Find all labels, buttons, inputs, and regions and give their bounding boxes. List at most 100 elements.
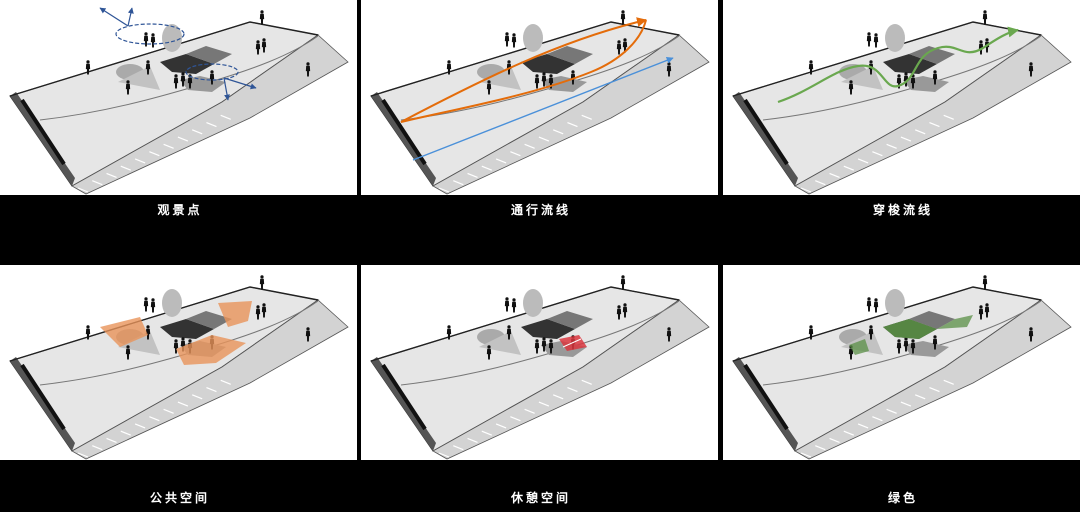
person-icon — [666, 327, 672, 342]
person-icon — [504, 32, 510, 47]
person-icon — [932, 335, 938, 350]
person-icon — [903, 337, 909, 352]
central-void — [883, 54, 937, 74]
person-icon — [180, 337, 186, 352]
person-icon — [143, 297, 149, 312]
person-icon — [616, 305, 622, 320]
public-area — [218, 301, 252, 327]
person-icon — [125, 80, 131, 95]
panel-label: 穿梭流线 — [872, 203, 933, 217]
person-icon — [548, 74, 554, 89]
person-icon — [305, 62, 311, 77]
person-icon — [910, 339, 916, 354]
person-icon — [125, 345, 131, 360]
panel-label: 公共空间 — [149, 491, 210, 505]
building-model — [732, 275, 1072, 460]
shuttle-overlay — [777, 26, 1020, 104]
panel-label: 通行流线 — [510, 203, 571, 217]
building-axonometric — [370, 275, 710, 460]
person-icon — [1028, 62, 1034, 77]
person-icon — [143, 32, 149, 47]
rest-space-overlay — [559, 335, 587, 351]
building-axonometric — [732, 10, 1072, 195]
end-face — [371, 92, 436, 186]
building-axonometric — [9, 275, 349, 460]
central-void — [521, 319, 575, 339]
person-icon — [150, 33, 156, 48]
person-icon — [255, 305, 261, 320]
view-arrow — [127, 7, 134, 27]
person-icon — [85, 325, 91, 340]
person-icon — [305, 327, 311, 342]
building-axonometric — [370, 10, 710, 195]
person-icon — [506, 325, 512, 340]
person-icon — [261, 303, 267, 318]
end-face — [733, 357, 798, 451]
viewpoint-ring — [185, 63, 239, 81]
railing — [9, 286, 319, 362]
person-icon — [1028, 327, 1034, 342]
tree-canopy — [523, 289, 543, 317]
building-axonometric — [732, 275, 1072, 460]
panel-viewpoints — [0, 0, 357, 195]
person-icon — [622, 38, 628, 53]
viewpoint-overlay — [99, 7, 257, 101]
person-icon — [504, 297, 510, 312]
building-model — [9, 10, 349, 195]
person-icon — [486, 345, 492, 360]
railing — [370, 286, 680, 362]
person-icon — [866, 297, 872, 312]
green-area — [937, 315, 973, 329]
end-face — [733, 92, 798, 186]
person-icon — [534, 74, 540, 89]
panel-shuttle — [723, 0, 1080, 195]
person-icon — [85, 60, 91, 75]
tree-canopy — [885, 289, 905, 317]
person-icon — [261, 38, 267, 53]
central-void — [160, 319, 214, 339]
panel-label: 休憩空间 — [510, 491, 571, 505]
railing — [732, 286, 1042, 362]
person-icon — [873, 298, 879, 313]
view-arrow — [223, 77, 230, 101]
building-model — [9, 275, 349, 460]
person-icon — [622, 303, 628, 318]
person-icon — [932, 70, 938, 85]
shuttle-route — [777, 26, 1020, 104]
main-route — [400, 17, 647, 123]
person-icon — [145, 325, 151, 340]
view-arrow — [99, 7, 129, 27]
panel-rest-space — [361, 265, 718, 460]
end-face — [371, 357, 436, 451]
person-icon — [548, 339, 554, 354]
person-icon — [173, 74, 179, 89]
panel-circulation — [361, 0, 718, 195]
person-icon — [620, 275, 626, 290]
person-icon — [511, 33, 517, 48]
person-icon — [616, 40, 622, 55]
person-icon — [978, 305, 984, 320]
green-overlay — [849, 315, 973, 355]
ramp — [794, 299, 1072, 460]
person-icon — [541, 72, 547, 87]
public-area — [176, 335, 246, 365]
ramp — [432, 299, 710, 460]
person-icon — [848, 80, 854, 95]
person-icon — [173, 339, 179, 354]
person-icon — [620, 10, 626, 25]
circulation-overlay — [400, 17, 674, 161]
viewpoint-ring — [115, 23, 185, 45]
person-icon — [209, 70, 215, 85]
green-area — [883, 319, 937, 339]
public-space-overlay — [100, 301, 252, 365]
person-icon — [984, 303, 990, 318]
panel-label: 绿色 — [887, 491, 918, 505]
building-model — [370, 10, 710, 195]
main-route — [400, 19, 647, 123]
person-icon — [446, 60, 452, 75]
building-model — [370, 275, 710, 460]
public-area — [100, 317, 148, 347]
person-icon — [868, 325, 874, 340]
ramp — [432, 34, 710, 195]
person-icon — [446, 325, 452, 340]
